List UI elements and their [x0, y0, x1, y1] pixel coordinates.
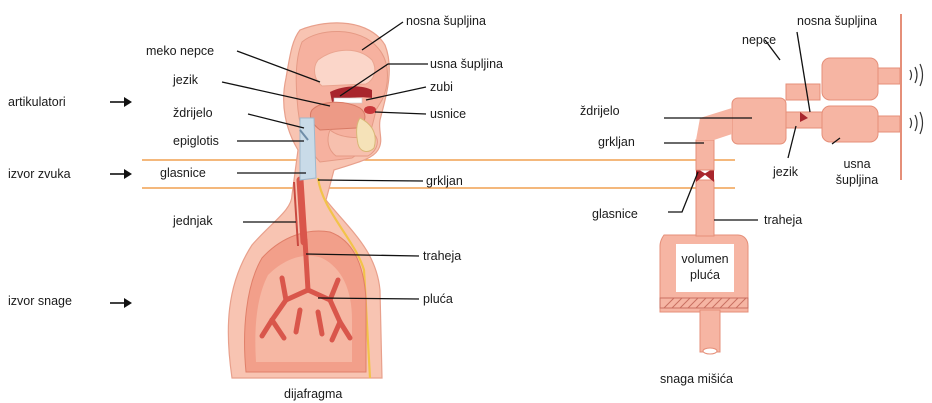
label-model-oral-line2: šupljina — [822, 173, 892, 187]
label-diaphragm: dijafragma — [284, 387, 342, 401]
arrow-power-source-icon — [110, 298, 132, 308]
label-trachea: traheja — [423, 249, 461, 263]
model-oral-tube — [786, 112, 826, 128]
arrow-sound-source-icon — [110, 169, 132, 179]
label-model-muscle-force: snaga mišića — [660, 372, 733, 386]
label-sound-source: izvor zvuka — [8, 167, 71, 181]
leader-larynx — [318, 180, 423, 181]
label-model-vocal-folds: glasnice — [592, 207, 638, 221]
model-oral-chamber — [822, 106, 878, 142]
piston-end — [703, 348, 717, 354]
piston-rod — [700, 310, 720, 352]
label-power-source: izvor snage — [8, 294, 72, 308]
label-epiglottis: epiglotis — [173, 134, 219, 148]
label-model-oral-line1: usna — [822, 157, 892, 171]
label-larynx: grkljan — [426, 174, 463, 188]
anatomy-figure — [228, 23, 389, 378]
leader-lips — [375, 112, 426, 114]
lips-shape — [364, 106, 376, 114]
sound-waves-mouth-icon — [910, 112, 923, 134]
label-oral-cavity: usna šupljina — [430, 57, 503, 71]
leader-model-tongue — [788, 126, 796, 158]
leader-model-vocal-folds — [668, 172, 698, 212]
label-soft-palate: meko nepce — [146, 44, 214, 58]
label-articulators: artikulatori — [8, 95, 66, 109]
trachea-tube — [300, 180, 304, 242]
arrow-articulators-icon — [110, 97, 132, 107]
model-nasal-tube — [786, 84, 820, 100]
label-esophagus: jednjak — [173, 214, 213, 228]
label-vocal-folds: glasnice — [160, 166, 206, 180]
label-nasal-cavity: nosna šupljina — [406, 14, 486, 28]
model-nasal-chamber — [822, 58, 878, 100]
model-mouth-opening — [878, 116, 900, 132]
model-nostril — [878, 68, 900, 84]
label-lips: usnice — [430, 107, 466, 121]
sound-waves-nose-icon — [910, 64, 923, 86]
label-model-pharynx: ždrijelo — [580, 104, 620, 118]
label-model-volume-line1: volumen — [676, 252, 734, 266]
label-model-palate: nepce — [742, 33, 776, 47]
label-lungs: pluća — [423, 292, 453, 306]
label-model-larynx: grkljan — [598, 135, 635, 149]
model-larynx — [696, 140, 714, 170]
model-pharynx — [732, 98, 786, 144]
label-model-nasal-cavity: nosna šupljina — [797, 14, 877, 28]
label-teeth: zubi — [430, 80, 453, 94]
label-tongue: jezik — [173, 73, 198, 87]
label-model-tongue: jezik — [773, 165, 798, 179]
label-pharynx: ždrijelo — [173, 106, 213, 120]
label-model-trachea: traheja — [764, 213, 802, 227]
label-model-volume-line2: pluća — [676, 268, 734, 282]
model-trachea — [696, 180, 714, 236]
model-pharynx-joint — [696, 108, 732, 140]
